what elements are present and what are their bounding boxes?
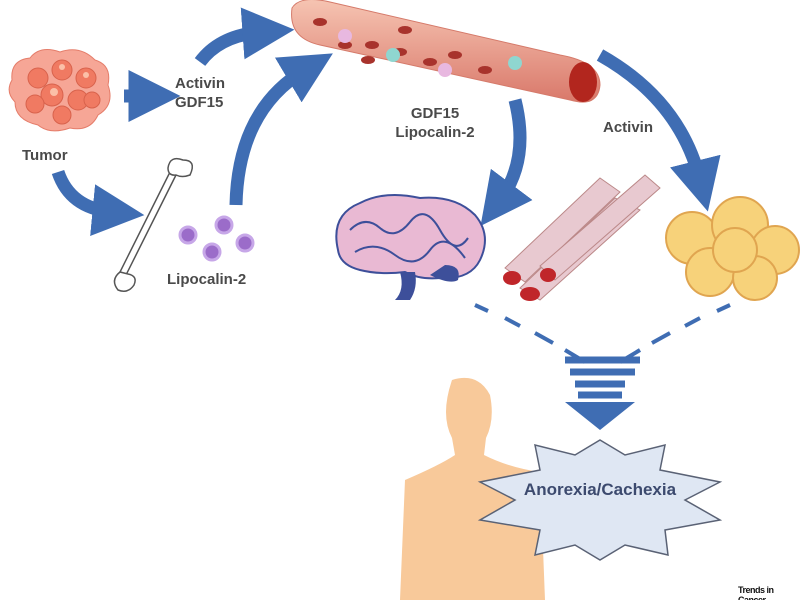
converging-arrow	[474, 303, 731, 430]
lipocalin-molecules-icon	[178, 215, 255, 262]
muscle-fibers-icon	[503, 174, 661, 301]
outcome-burst	[477, 439, 723, 561]
gdf15-brain-label: GDF15	[410, 105, 460, 122]
arrow-activin-to-vessel	[194, 7, 295, 67]
tumor-icon	[8, 49, 111, 132]
fat-cells-icon	[665, 196, 800, 301]
arrow-tumor-to-bone	[51, 169, 145, 237]
gdf15-label: GDF15	[175, 94, 224, 111]
bone-icon	[113, 157, 194, 292]
arrow-vessel-to-fat	[596, 49, 721, 212]
activin-label: Activin	[175, 75, 226, 92]
outcome-label: Anorexia/Cachexia	[523, 480, 677, 499]
journal-credit: Trends in Cancer	[738, 585, 774, 600]
arrow-vessel-to-brain	[480, 98, 533, 227]
human-silhouette	[400, 377, 545, 600]
tumor-label: Tumor	[22, 147, 68, 164]
lipocalin-2-label: Lipocalin-2	[167, 271, 247, 288]
blood-vessel-icon	[291, 0, 601, 103]
brain-icon	[335, 193, 486, 300]
arrow-lipocalin-to-vessel	[229, 53, 333, 206]
activin-fat-label: Activin	[603, 119, 654, 136]
lipocalin-brain-label: Lipocalin-2	[395, 124, 475, 141]
